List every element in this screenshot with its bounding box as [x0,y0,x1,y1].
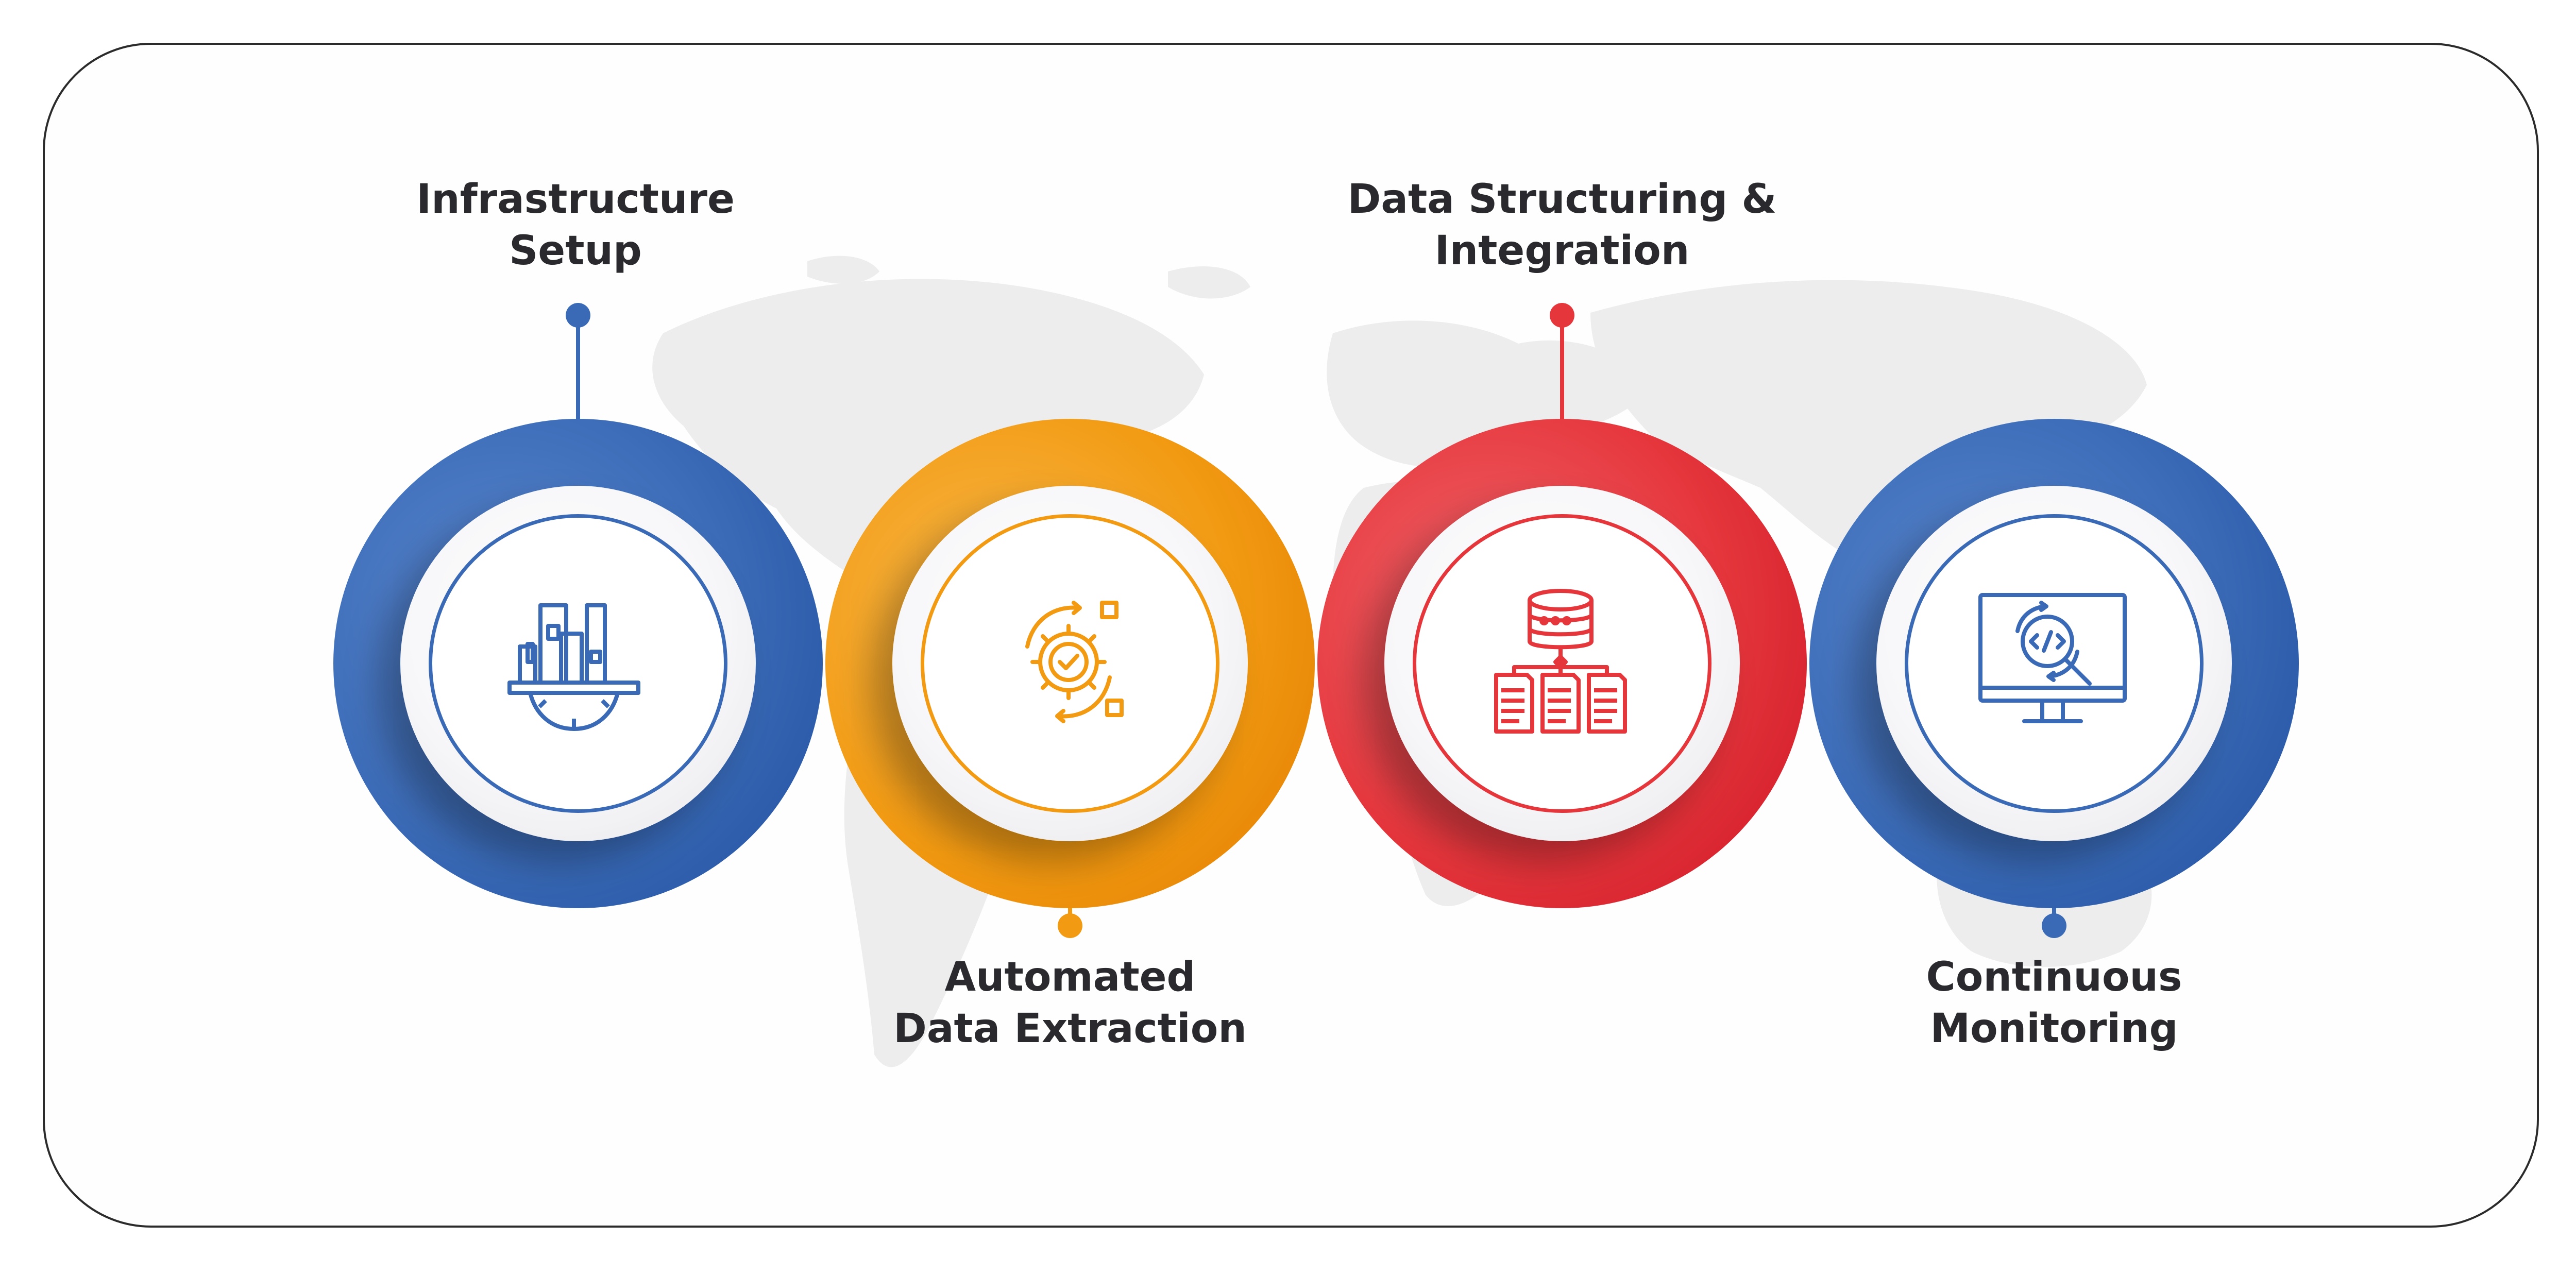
step-3-icon-circle [1413,514,1711,813]
step-1-ring [333,419,823,908]
step-1-title: Infrastructure Setup [416,176,735,274]
step-2-title: Automated Data Extraction [893,954,1247,1052]
factory-gear-icon [507,603,640,731]
database-hierarchy-icon [1494,589,1627,734]
step-2-icon-circle [921,514,1219,813]
step-4-icon-circle [1905,514,2204,813]
step-1-icon-circle [429,514,727,813]
monitor-code-search-icon [1978,593,2127,723]
step-3-connector-line [1560,315,1564,426]
step-2-connector-line [1068,900,1072,928]
step-4-title: Continuous Monitoring [1926,954,2182,1052]
step-4-ring [1809,419,2299,908]
step-3-ring [1317,419,1807,908]
step-1-connector-line [576,315,580,426]
automation-gear-icon [1025,601,1124,723]
infographic-card: Infrastructure Setup Automated Data Extr [43,43,2539,1228]
step-2-ring [825,419,1315,908]
step-3-title: Data Structuring & Integration [1347,176,1777,274]
step-4-connector-line [2052,900,2056,928]
